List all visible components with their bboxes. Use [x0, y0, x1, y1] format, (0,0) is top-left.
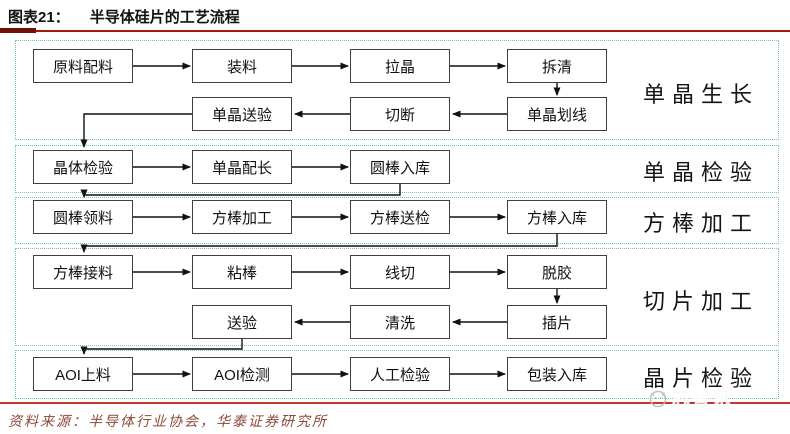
section-label-mono-growth: 单晶生长	[642, 83, 759, 108]
node-packing-storage: 包装入库	[507, 357, 607, 391]
section-label-slicing: 切片加工	[642, 290, 759, 315]
section-label-wafer-inspection: 晶片检验	[642, 367, 759, 392]
node-crystal-pulling: 拉晶	[350, 49, 450, 83]
bottom-rule	[0, 402, 790, 404]
node-degumming: 脱胶	[507, 255, 607, 289]
node-crystal-inspection: 晶体检验	[33, 150, 133, 184]
node-square-rod-processing: 方棒加工	[192, 200, 292, 234]
section-frame-mono-growth	[15, 40, 779, 140]
node-cut-off: 切断	[350, 97, 450, 131]
node-wire-cutting: 线切	[350, 255, 450, 289]
node-cleaning: 清洗	[350, 305, 450, 339]
node-aoi-loading: AOI上料	[33, 357, 133, 391]
node-send-inspection: 送验	[192, 305, 292, 339]
node-dismantle-clean: 拆清	[507, 49, 607, 83]
node-mono-send-inspection: 单晶送验	[192, 97, 292, 131]
node-manual-inspection: 人工检验	[350, 357, 450, 391]
section-label-mono-inspection: 单晶检验	[642, 161, 759, 186]
node-square-rod-send-inspection: 方棒送检	[350, 200, 450, 234]
watermark: 芯智讯	[648, 385, 732, 411]
node-loading: 装料	[192, 49, 292, 83]
figure-title-text: 半导体硅片的工艺流程	[89, 9, 240, 26]
node-round-rod-storage: 圆棒入库	[350, 150, 450, 184]
title-underline	[0, 30, 790, 32]
figure-number: 图表21：	[8, 9, 70, 26]
watermark-text: 芯智讯	[672, 389, 732, 410]
node-wafer-inserting: 插片	[507, 305, 607, 339]
node-round-rod-pickup: 圆棒领料	[33, 200, 133, 234]
watermark-logo-icon	[649, 390, 667, 408]
node-square-rod-receiving: 方棒接料	[33, 255, 133, 289]
node-raw-material-batching: 原料配料	[33, 49, 133, 83]
node-aoi-inspection: AOI检测	[192, 357, 292, 391]
section-frame-wafer-inspection	[15, 350, 779, 399]
node-mono-length-matching: 单晶配长	[192, 150, 292, 184]
node-square-rod-storage: 方棒入库	[507, 200, 607, 234]
title-underline-accent	[0, 28, 36, 33]
source-note: 资料来源：半导体行业协会，华泰证券研究所	[8, 414, 328, 430]
node-rod-gluing: 粘棒	[192, 255, 292, 289]
node-mono-scribing: 单晶划线	[507, 97, 607, 131]
section-label-square-rod: 方棒加工	[642, 212, 759, 237]
figure-title: 图表21： 半导体硅片的工艺流程	[8, 6, 240, 27]
